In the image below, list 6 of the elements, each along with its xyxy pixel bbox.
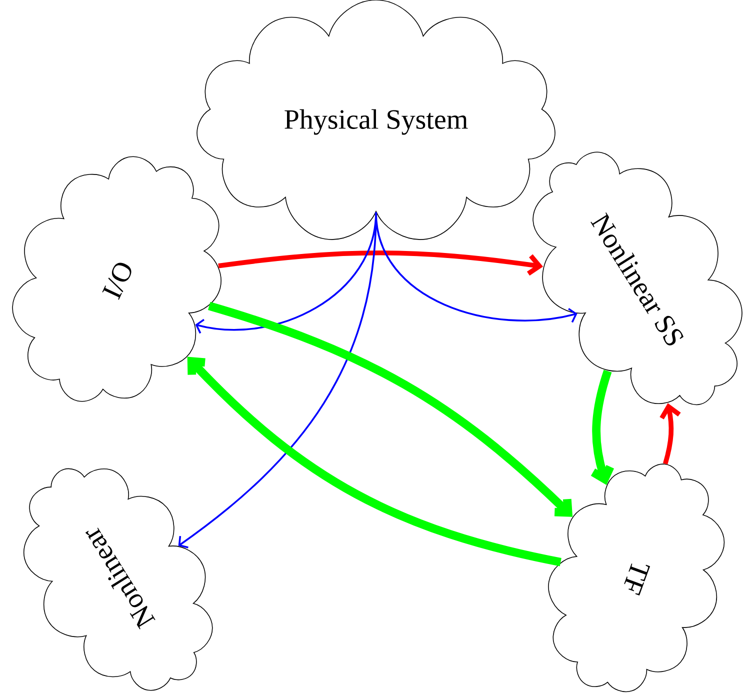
arrow xyxy=(218,250,544,276)
arrow xyxy=(187,356,562,566)
arrow xyxy=(178,212,377,548)
arrow xyxy=(660,403,681,464)
arrow xyxy=(208,302,573,517)
arrow xyxy=(590,370,614,485)
